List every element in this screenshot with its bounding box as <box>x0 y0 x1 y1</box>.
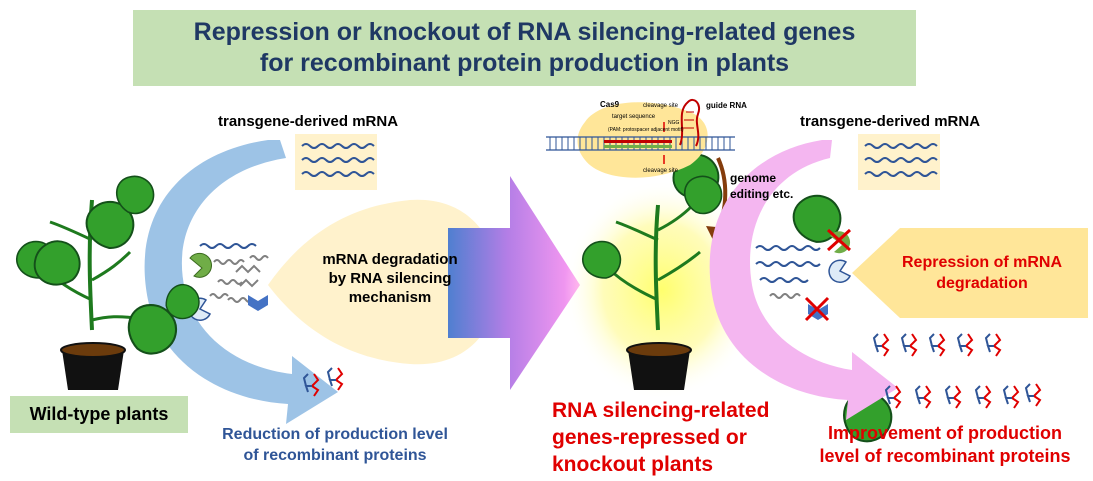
cleavage-site-top: cleavage site <box>643 103 679 109</box>
guide-rna-label: guide RNA <box>706 101 747 110</box>
cleavage-site-bottom: cleavage site <box>643 168 679 174</box>
pam-label: (PAM: protospacer adjacent motif) <box>608 127 684 133</box>
degradation-line-3: mechanism <box>348 289 432 306</box>
improvement-line-2: level of recombinant proteins <box>819 446 1071 466</box>
rna-intact-right <box>755 245 821 299</box>
cas9-inset <box>546 98 735 178</box>
improvement-result-text: Improvement of production level of recom… <box>800 422 1090 468</box>
modified-plant-line-1: RNA silencing-related <box>552 399 770 422</box>
improvement-line-1: Improvement of production <box>828 423 1062 443</box>
modified-plant-line-2: genes-repressed or <box>552 426 747 449</box>
mrna-waves-left <box>301 143 375 177</box>
target-sequence-label: target sequence <box>612 114 656 120</box>
pacman-enzyme-right-icon <box>828 259 851 283</box>
rna-fragments-left <box>199 243 269 303</box>
blue-cycle-arrow <box>144 140 338 424</box>
proteins-right <box>873 333 1041 409</box>
ngg-label: NGG <box>668 120 680 126</box>
title-line-1: Repression or knockout of RNA silencing-… <box>193 18 856 46</box>
repression-line-2: degradation <box>936 275 1028 292</box>
mrna-waves-right <box>864 143 938 177</box>
reduction-result-text: Reduction of production level of recombi… <box>190 424 480 466</box>
repression-line-1: Repression of mRNA <box>901 254 1063 271</box>
title-line-2: for recombinant protein production in pl… <box>259 49 790 77</box>
mrna-label-right: transgene-derived mRNA <box>800 113 981 130</box>
genome-editing-line-2: editing etc. <box>730 187 794 201</box>
repression-callout <box>852 228 1088 318</box>
pink-cycle-arrow <box>709 140 898 420</box>
modified-plant-label: RNA silencing-related genes-repressed or… <box>552 397 769 478</box>
repression-text: Repression of mRNA degradation <box>880 252 1084 294</box>
cas9-label: Cas9 <box>600 100 620 109</box>
wild-type-plant <box>11 171 205 390</box>
blocked-chevron-enzyme-icon <box>804 296 830 322</box>
modified-plant <box>577 144 902 452</box>
green-enzyme-icon <box>189 252 212 278</box>
modified-plant-line-3: knockout plants <box>552 453 714 476</box>
title-banner: Repression or knockout of RNA silencing-… <box>133 10 916 86</box>
degradation-line-1: mRNA degradation <box>322 251 458 268</box>
genome-editing-label: genome editing etc. <box>730 170 793 202</box>
blocked-green-enzyme-icon <box>826 228 852 254</box>
wild-type-label: Wild-type plants <box>10 396 188 433</box>
mrna-label-left: transgene-derived mRNA <box>218 113 399 130</box>
degradation-text: mRNA degradation by RNA silencing mechan… <box>300 250 480 307</box>
reduction-line-1: Reduction of production level <box>222 426 448 443</box>
chevron-enzyme-icon <box>248 295 268 311</box>
transition-arrow <box>448 176 580 390</box>
degradation-callout <box>268 199 498 365</box>
genome-editing-line-1: genome <box>730 171 777 185</box>
reduction-line-2: of recombinant proteins <box>243 447 427 464</box>
degradation-line-2: by RNA silencing <box>328 270 452 287</box>
